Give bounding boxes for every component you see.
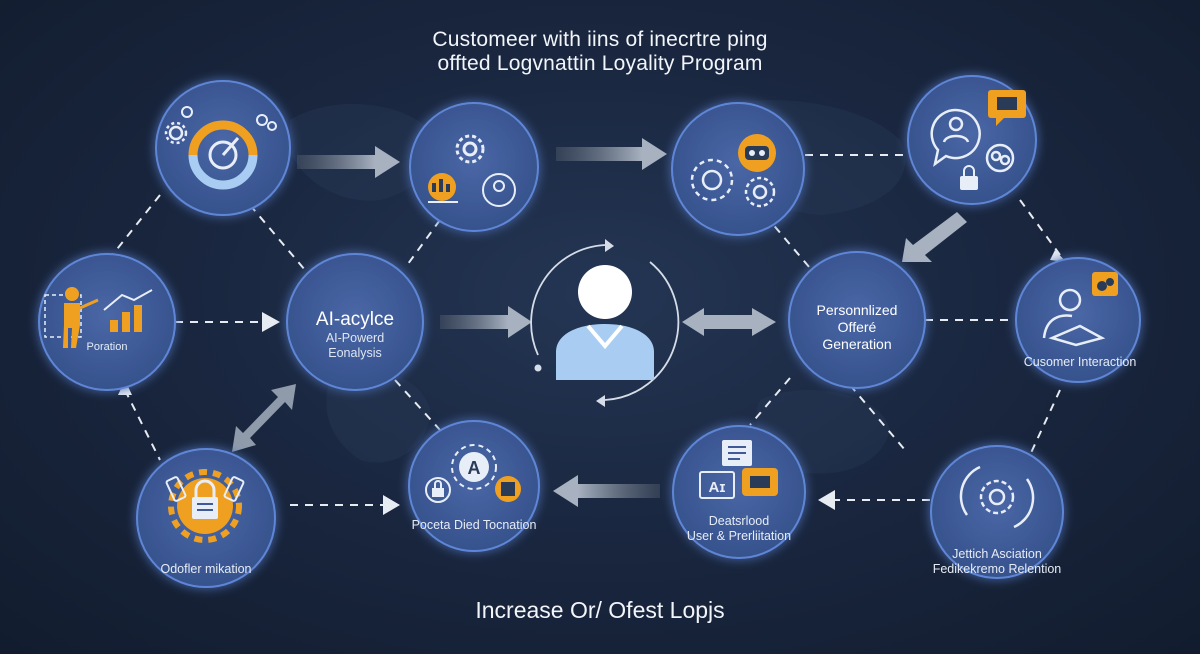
personalized-line-3: Generation <box>822 336 892 352</box>
retention-line-2: Fedikekremo Relention <box>932 562 1062 576</box>
documents-chat-icon: Aɪ <box>699 440 778 499</box>
arrow-diagonal-top-right <box>902 212 967 262</box>
a-badge-icon: A <box>451 444 497 490</box>
customer-person-icon <box>556 265 654 380</box>
arrow-right-1 <box>297 146 400 178</box>
node-customer-interaction <box>1015 257 1141 383</box>
node-retention <box>930 445 1064 579</box>
retention-label: Jettich Asciation Fedikekremo Relention <box>922 547 1072 577</box>
lock-icon <box>960 165 978 190</box>
people-icon <box>181 106 277 131</box>
arrow-diagonal-left <box>232 384 296 452</box>
diagram-title-line-1: Customeer with iins of inecrtre ping <box>432 28 768 51</box>
gears-robot-icon <box>690 158 776 208</box>
node-top-left <box>155 80 291 216</box>
arrow-right-center <box>440 306 532 338</box>
node-top-center <box>409 102 539 232</box>
node-desktop-user: Aɪ <box>672 425 806 559</box>
node-promotion <box>38 253 176 391</box>
ai-analysis-title: AI-acylce <box>315 309 395 330</box>
node-poseta-died: A <box>408 420 540 552</box>
hub-personalized-offers <box>788 251 926 389</box>
ai-analysis-hub-label: AI-acylce AI-Powerd Eonalysis <box>290 309 420 361</box>
ai-analysis-sub-1: AI-Powerd <box>325 331 385 345</box>
dashed-connectors <box>109 154 1061 506</box>
node-offer-mitigation <box>136 448 276 588</box>
diagram-footer: Increase Or/ Ofest Lopjs <box>475 597 725 623</box>
document-icon <box>495 476 521 502</box>
reader-icon <box>1042 288 1106 347</box>
flow-arrows <box>232 138 967 507</box>
lock-icon <box>425 477 451 503</box>
diagram-title-line-2: offted Logvnattin Loyality Program <box>437 52 763 75</box>
retention-line-1: Jettich Asciation <box>952 547 1042 561</box>
glyph-a: A <box>468 458 481 478</box>
node-top-right-center <box>671 102 805 236</box>
gauge-icon <box>188 120 258 190</box>
hub-ai-analysis <box>286 253 424 391</box>
desktop-user-line-1: Deatsrlood <box>708 514 770 528</box>
personalized-line-2: Offeré <box>837 319 877 335</box>
personalized-line-1: Personnlized <box>816 302 898 318</box>
customer-interaction-label: Cusomer Interaction <box>1023 355 1137 369</box>
desktop-user-line-2: User & Prerliitation <box>686 529 792 543</box>
message-badge-icon <box>988 90 1026 126</box>
refresh-gear-icon <box>959 465 1035 529</box>
node-top-right <box>907 75 1037 205</box>
glyph-a-ai: Aɪ <box>709 479 726 496</box>
secure-gear-icon <box>165 469 245 543</box>
presenter-chart-icon <box>44 287 153 348</box>
coins-badge-icon <box>1092 272 1118 296</box>
offer-mitigation-label: Odofler mikation <box>160 562 252 576</box>
center-cycle <box>530 239 680 407</box>
desktop-user-label: Deatsrlood User & Prerliitation <box>674 514 804 544</box>
robot-face-icon <box>738 134 776 172</box>
gear-icon <box>164 121 188 145</box>
personalized-hub-label: Personnlized Offeré Generation <box>792 302 922 353</box>
poseta-died-label: Poceta Died Tocnation <box>411 518 537 532</box>
chat-user-icon <box>930 108 1015 173</box>
chart-screen-icon <box>428 173 458 203</box>
user-circle-icon <box>482 173 516 207</box>
ai-analysis-sub-2: Eonalysis <box>328 346 382 360</box>
arrow-double-center <box>682 308 776 336</box>
arrow-right-2 <box>556 138 667 170</box>
promotion-label: Poration <box>86 341 128 353</box>
gear-icon <box>455 134 485 164</box>
arrow-left-bottom <box>553 475 660 507</box>
